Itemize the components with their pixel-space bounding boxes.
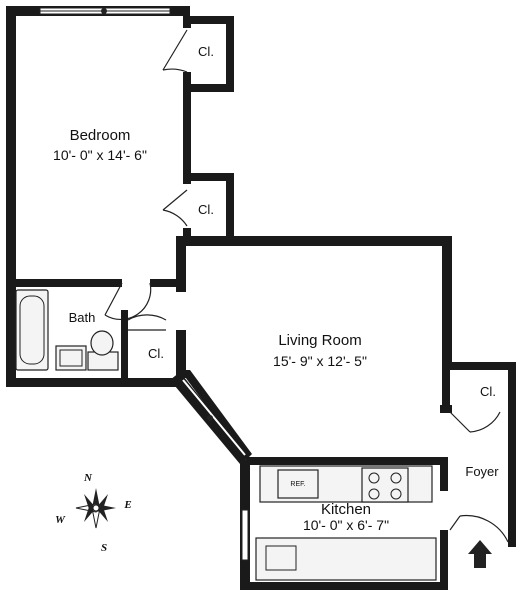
foyer-doors	[449, 411, 509, 543]
bedroom-size: 10'- 0" x 14'- 6"	[53, 147, 147, 163]
kitchen-size: 10'- 0" x 6'- 7"	[303, 517, 389, 533]
closet-label-1: Cl.	[198, 44, 214, 59]
compass-icon	[75, 488, 116, 529]
entry-arrow-icon	[468, 540, 492, 568]
compass-east: E	[123, 499, 131, 511]
closet-doors-bedroom	[104, 29, 188, 321]
living-room-size: 15'- 9" x 12'- 5"	[273, 353, 367, 369]
living-walls	[170, 236, 516, 547]
compass-west: W	[55, 514, 66, 526]
fridge-label: REF.	[290, 481, 305, 488]
bath-sink	[55, 345, 87, 371]
kitchen-walls	[240, 457, 448, 590]
bath-walls	[6, 286, 186, 387]
bedroom-name: Bedroom	[70, 127, 131, 144]
kitchen-counters	[255, 465, 437, 581]
closet-label-3: Cl.	[148, 346, 164, 361]
living-room-name: Living Room	[278, 332, 361, 349]
compass-north: N	[83, 472, 93, 484]
compass-south: S	[101, 542, 107, 554]
foyer-name: Foyer	[465, 464, 499, 479]
bath-name: Bath	[69, 310, 96, 325]
closet-label-4: Cl.	[480, 384, 496, 399]
closet-label-2: Cl.	[198, 202, 214, 217]
bathtub	[15, 289, 49, 371]
bedroom-walls	[6, 6, 234, 292]
kitchen-name: Kitchen	[321, 501, 371, 518]
toilet	[87, 330, 119, 371]
